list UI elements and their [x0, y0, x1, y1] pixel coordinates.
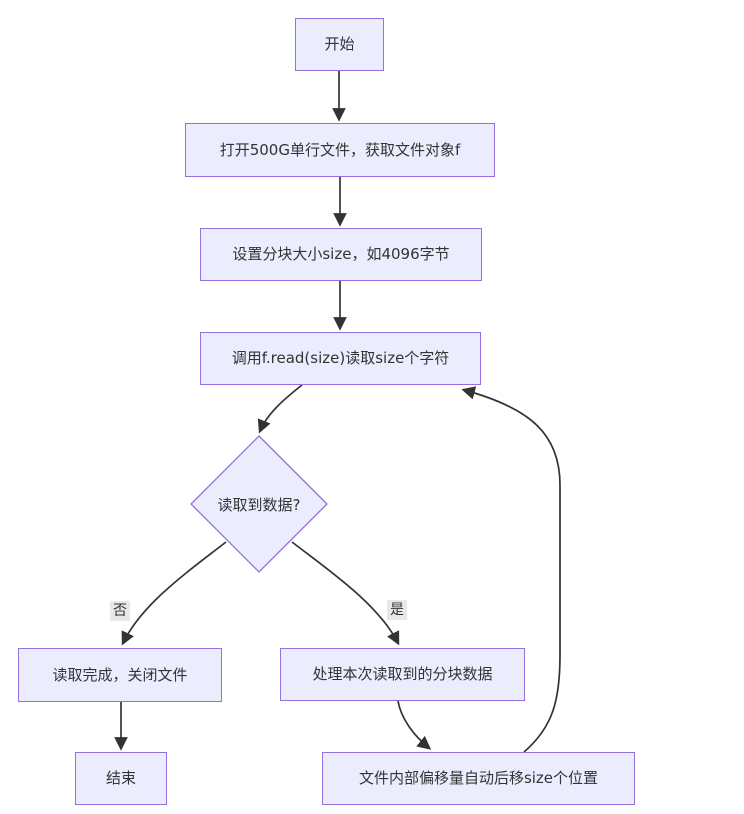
node-process-chunk: 处理本次读取到的分块数据	[280, 648, 525, 701]
edge-process-to-offset	[397, 700, 432, 750]
node-offset-advance: 文件内部偏移量自动后移size个位置	[322, 752, 635, 805]
edge-decision-to-close-no	[121, 541, 227, 646]
node-set-chunk-size: 设置分块大小size，如4096字节	[200, 228, 482, 281]
edge-read-to-decision	[257, 384, 303, 434]
edge-offset-loop-to-read	[461, 386, 561, 753]
node-read-call: 调用f.read(size)读取size个字符	[200, 332, 481, 385]
edge-label-yes: 是	[387, 599, 407, 621]
decision-diamond-shape	[190, 435, 328, 573]
node-end: 结束	[75, 752, 167, 805]
node-data-read-check: 读取到数据?	[217, 495, 301, 514]
edge-label-no: 否	[110, 600, 130, 622]
node-start: 开始	[295, 18, 384, 71]
node-close-file: 读取完成，关闭文件	[18, 648, 222, 702]
edge-decision-to-process-yes	[291, 541, 400, 646]
node-open-file: 打开500G单行文件，获取文件对象f	[185, 123, 495, 177]
